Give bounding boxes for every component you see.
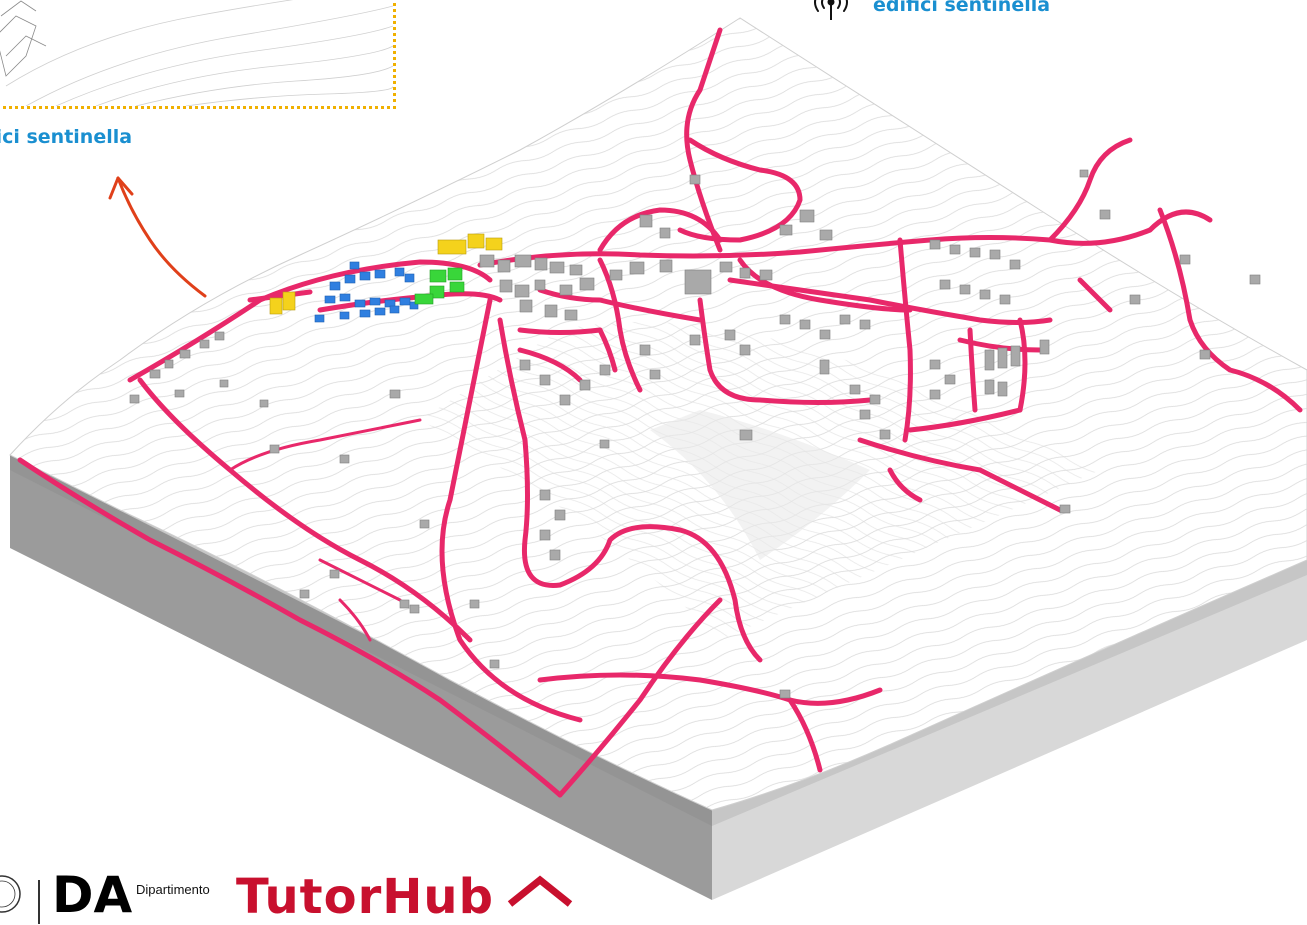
block-side-right [712,560,1307,900]
sentinel-label-top: edifici sentinella [873,0,1051,16]
highlight-yellow-buildings [269,233,503,315]
block-side-right-shade [712,560,1307,826]
sentinel-label-left: fici sentinella [0,126,133,148]
highlight-blue-buildings [314,261,419,323]
footer-logos: DA Dipartimento TutorHub [0,866,720,925]
department-logo-initials: DA [52,866,133,924]
house-outline-icon [507,875,573,907]
buildings [129,169,1261,699]
inset-map-frame [0,0,396,109]
department-logo-text: Dipartimento [136,882,210,897]
road-network [17,27,1303,798]
block-side-front [10,455,712,900]
university-seal-icon [0,875,21,913]
broadcast-antenna-icon [814,0,848,20]
curved-arrow-icon [108,176,207,298]
highlight-green-buildings [414,267,465,305]
project-logo-name: TutorHub [236,869,494,925]
logo-divider [38,880,40,924]
block-side-front-top [10,455,712,826]
